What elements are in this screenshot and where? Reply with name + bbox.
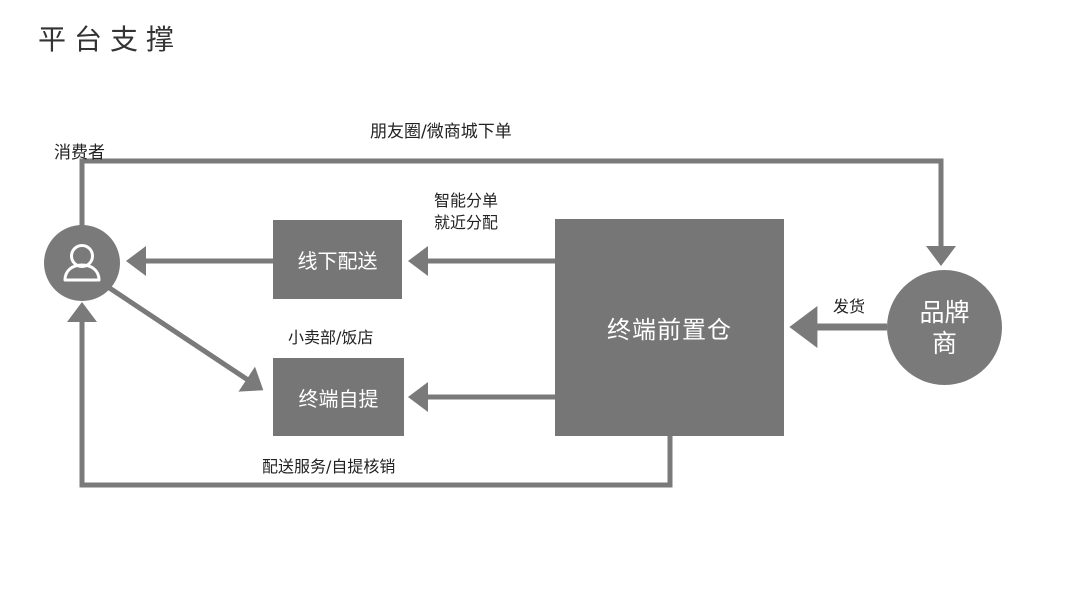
page-title: 平台支撑 xyxy=(38,23,183,56)
self-pickup-label: 终端自提 xyxy=(298,386,379,411)
shop-label: 小卖部/饭店 xyxy=(288,328,374,347)
smart-split-label-line2: 就近分配 xyxy=(434,213,499,232)
brand-label-line2: 商 xyxy=(931,328,957,358)
terminal-warehouse-label: 终端前置仓 xyxy=(607,316,732,344)
order-arrow xyxy=(79,158,956,266)
consumer-node xyxy=(44,225,120,301)
self-pickup-box: 终端自提 xyxy=(273,358,404,436)
brand-label-line1: 品牌 xyxy=(919,297,970,327)
consumer-label: 消费者 xyxy=(54,143,105,163)
user-icon xyxy=(63,244,101,282)
consumer-to-pickup-arrow xyxy=(106,284,264,392)
offline-delivery-label: 线下配送 xyxy=(297,249,378,273)
service-label: 配送服务/自提核销 xyxy=(262,457,396,476)
service-arrow xyxy=(67,302,673,488)
smart-split-label-line1: 智能分单 xyxy=(434,191,499,210)
terminal-warehouse-box: 终端前置仓 xyxy=(555,219,784,436)
brand-node: 品牌 商 xyxy=(887,270,1002,385)
order-label: 朋友圈/微商城下单 xyxy=(370,122,512,142)
ship-label: 发货 xyxy=(833,297,866,316)
offline-delivery-box: 线下配送 xyxy=(273,220,402,299)
